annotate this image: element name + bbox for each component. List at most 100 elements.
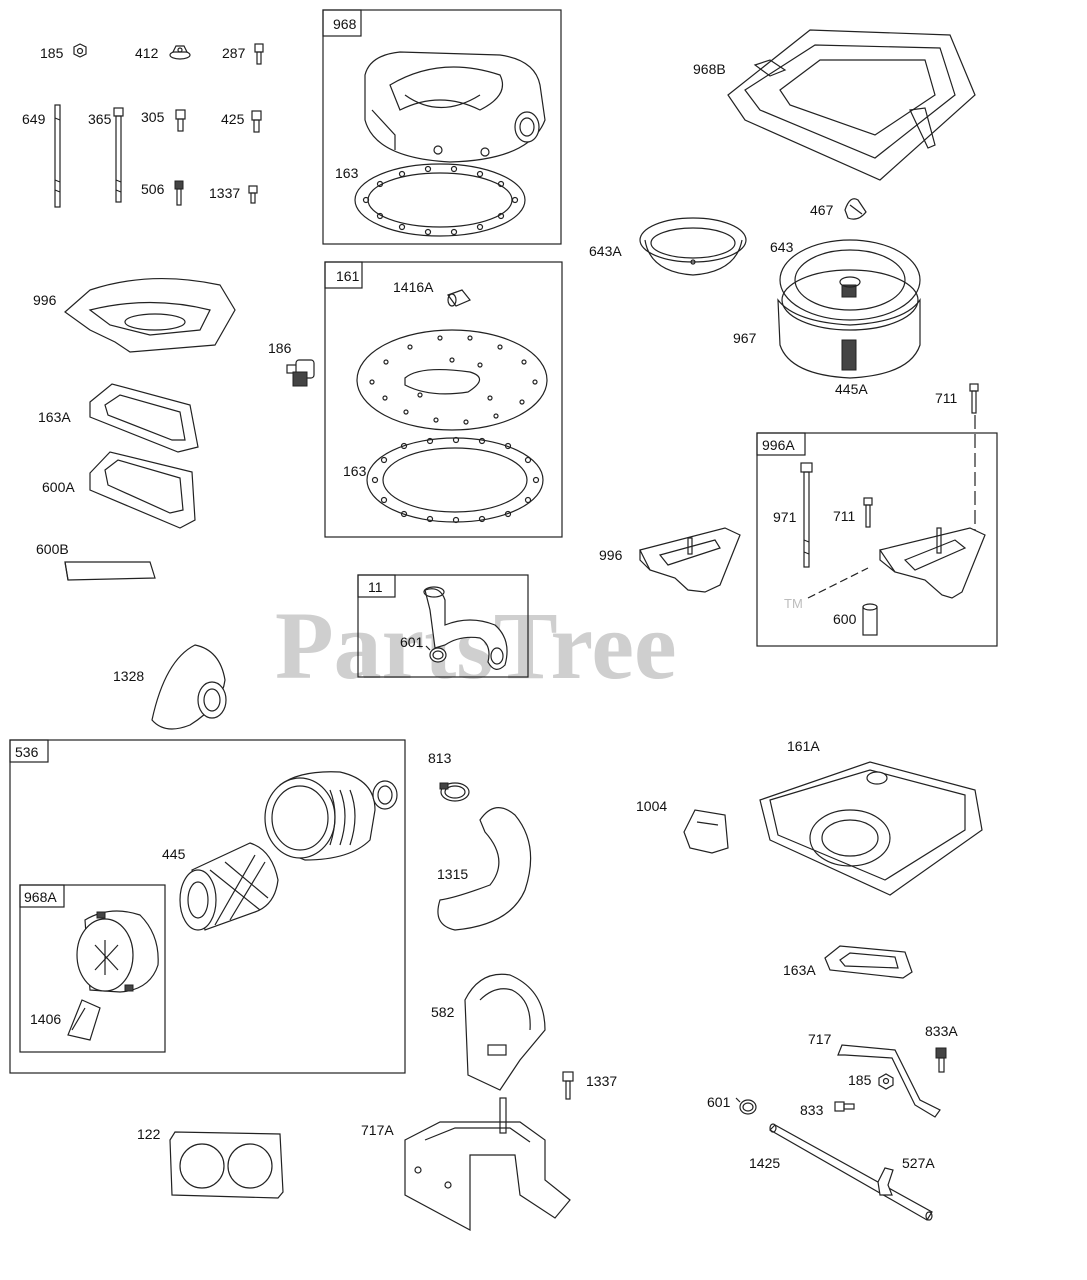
- part-label-445A[interactable]: 445A: [835, 381, 868, 397]
- part-label-163[interactable]: 163: [335, 165, 359, 181]
- part-717A-bracket-icon[interactable]: [404, 1097, 571, 1232]
- part-label-601[interactable]: 601: [400, 634, 424, 650]
- part-1425-tube-icon[interactable]: [769, 1123, 933, 1221]
- part-label-643A[interactable]: 643A: [589, 243, 622, 259]
- part-label-425[interactable]: 425: [221, 111, 245, 127]
- part-label-643[interactable]: 643: [770, 239, 794, 255]
- part-label-163[interactable]: 163: [343, 463, 367, 479]
- part-185-nut-icon[interactable]: [878, 1073, 894, 1090]
- part-label-185[interactable]: 185: [848, 1072, 872, 1088]
- part-11-breather-tube-icon[interactable]: [423, 586, 508, 670]
- part-label-717[interactable]: 717: [808, 1031, 832, 1047]
- part-label-833[interactable]: 833: [800, 1102, 824, 1118]
- part-425-bolt-icon[interactable]: [251, 110, 262, 133]
- part-971-long-bolt-icon[interactable]: [800, 462, 813, 568]
- part-1337-bolt-icon[interactable]: [248, 185, 258, 204]
- part-label-1337[interactable]: 1337: [209, 185, 240, 201]
- part-label-1416A[interactable]: 1416A: [393, 279, 434, 295]
- part-label-996[interactable]: 996: [33, 292, 57, 308]
- part-445-filter-element-icon[interactable]: [179, 842, 279, 931]
- part-649-stud-icon[interactable]: [54, 104, 61, 208]
- part-label-1315[interactable]: 1315: [437, 866, 468, 882]
- part-161A-base-icon[interactable]: [759, 761, 983, 896]
- part-305-bolt-icon[interactable]: [175, 109, 186, 132]
- part-967-air-filter-icon[interactable]: [777, 239, 921, 379]
- part-label-600A[interactable]: 600A: [42, 479, 75, 495]
- kit-label-11[interactable]: 11: [368, 579, 383, 595]
- part-163-gasket-icon[interactable]: [366, 436, 544, 524]
- part-996-bracket-icon[interactable]: [64, 277, 236, 353]
- part-185-nut-icon[interactable]: [73, 43, 87, 58]
- part-label-600B[interactable]: 600B: [36, 541, 69, 557]
- part-996-bracket-icon[interactable]: [639, 527, 741, 593]
- kit-label-996A[interactable]: 996A: [762, 437, 795, 453]
- kit-label-968[interactable]: 968: [333, 16, 357, 32]
- part-968B-air-cleaner-cover-icon[interactable]: [727, 29, 976, 181]
- part-1416A-tube-icon[interactable]: [447, 289, 471, 307]
- part-label-813[interactable]: 813: [428, 750, 452, 766]
- part-label-968B[interactable]: 968B: [693, 61, 726, 77]
- part-label-287[interactable]: 287: [222, 45, 246, 61]
- part-527A-clip-icon[interactable]: [877, 1167, 894, 1196]
- part-365-long-bolt-icon[interactable]: [113, 107, 124, 203]
- part-label-582[interactable]: 582: [431, 1004, 455, 1020]
- part-label-649[interactable]: 649: [22, 111, 46, 127]
- part-label-161A[interactable]: 161A: [787, 738, 820, 754]
- part-label-445[interactable]: 445: [162, 846, 186, 862]
- part-968-air-cleaner-base-icon[interactable]: [364, 51, 546, 163]
- part-label-833A[interactable]: 833A: [925, 1023, 958, 1039]
- part-label-967[interactable]: 967: [733, 330, 757, 346]
- part-600B-block-icon[interactable]: [64, 561, 156, 581]
- part-711-screw-icon[interactable]: [863, 497, 873, 528]
- part-label-506[interactable]: 506: [141, 181, 165, 197]
- part-label-122[interactable]: 122: [137, 1126, 161, 1142]
- part-label-467[interactable]: 467: [810, 202, 834, 218]
- part-717-bracket-icon[interactable]: [837, 1044, 941, 1118]
- part-label-1004[interactable]: 1004: [636, 798, 667, 814]
- part-label-711[interactable]: 711: [833, 508, 856, 524]
- part-1406-valve-icon[interactable]: [67, 999, 101, 1041]
- part-1337-bolt-icon[interactable]: [562, 1071, 574, 1100]
- part-label-163A[interactable]: 163A: [783, 962, 816, 978]
- part-label-1425[interactable]: 1425: [749, 1155, 780, 1171]
- part-label-711[interactable]: 711: [935, 390, 958, 406]
- part-996A-bracket-icon[interactable]: [879, 527, 986, 599]
- part-643A-filter-cup-icon[interactable]: [639, 217, 747, 276]
- part-122-gasket-icon[interactable]: [169, 1131, 284, 1199]
- part-601-clamp-icon[interactable]: [735, 1097, 757, 1115]
- part-label-600[interactable]: 600: [833, 611, 857, 627]
- part-968A-cover-icon[interactable]: [76, 910, 159, 993]
- part-601-clamp-icon[interactable]: [425, 645, 447, 663]
- part-label-365[interactable]: 365: [88, 111, 112, 127]
- part-186-elbow-fitting-icon[interactable]: [286, 359, 315, 387]
- part-label-305[interactable]: 305: [141, 109, 165, 125]
- part-833A-bolt-icon[interactable]: [935, 1047, 947, 1073]
- part-label-717A[interactable]: 717A: [361, 1122, 394, 1138]
- part-711-screw-icon[interactable]: [969, 383, 979, 414]
- part-161-plate-icon[interactable]: [356, 329, 548, 431]
- part-582-strap-icon[interactable]: [464, 973, 546, 1091]
- part-287-bolt-icon[interactable]: [254, 43, 264, 65]
- part-label-163A[interactable]: 163A: [38, 409, 71, 425]
- part-536-canister-icon[interactable]: [264, 771, 398, 861]
- part-1004-valve-icon[interactable]: [683, 809, 729, 854]
- kit-label-161[interactable]: 161: [336, 268, 360, 284]
- part-label-601[interactable]: 601: [707, 1094, 731, 1110]
- part-label-186[interactable]: 186: [268, 340, 292, 356]
- part-163A-gasket-icon[interactable]: [824, 945, 913, 979]
- part-813-hose-clamp-icon[interactable]: [439, 782, 470, 802]
- part-412-flange-nut-icon[interactable]: [169, 45, 191, 60]
- part-label-185[interactable]: 185: [40, 45, 64, 61]
- part-506-screw-icon[interactable]: [174, 180, 184, 206]
- kit-label-968A[interactable]: 968A: [24, 889, 57, 905]
- part-163A-gasket-icon[interactable]: [89, 383, 199, 453]
- part-label-996[interactable]: 996: [599, 547, 623, 563]
- part-163-gasket-icon[interactable]: [354, 163, 526, 237]
- part-label-1406[interactable]: 1406: [30, 1011, 61, 1027]
- part-833-bolt-icon[interactable]: [834, 1101, 855, 1112]
- part-label-412[interactable]: 412: [135, 45, 159, 61]
- part-1315-hose-icon[interactable]: [437, 807, 532, 931]
- part-467-knob-icon[interactable]: [844, 198, 867, 220]
- part-600A-spacer-icon[interactable]: [89, 451, 196, 529]
- part-1328-cap-icon[interactable]: [151, 644, 227, 730]
